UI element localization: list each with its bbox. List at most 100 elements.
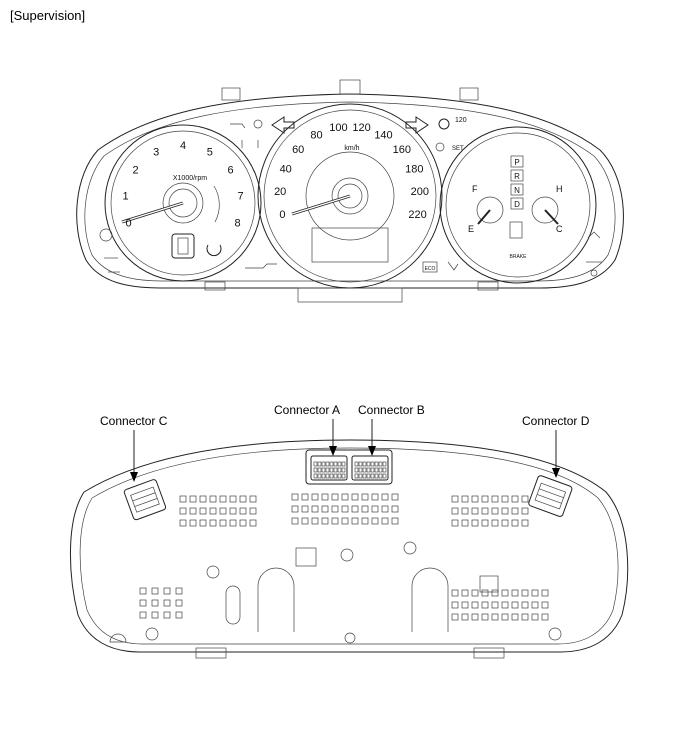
led-pad <box>179 507 187 515</box>
connector-pin <box>362 473 367 479</box>
led-pad <box>175 599 183 607</box>
gear-letter-box <box>510 155 524 168</box>
tick-label: 200 <box>411 186 429 198</box>
led-pad <box>501 519 509 527</box>
engine-warning-icon <box>99 228 113 242</box>
led-pad <box>371 493 379 501</box>
led-pad <box>151 599 159 607</box>
led-pad <box>361 493 369 501</box>
connector-pin <box>337 473 342 479</box>
led-pad <box>511 495 519 503</box>
led-pad <box>219 507 227 515</box>
tick-label: 0 <box>125 218 131 230</box>
connector-pin <box>317 467 322 473</box>
led-pad <box>521 507 529 515</box>
led-pad <box>341 517 349 525</box>
tick-label: 220 <box>408 209 426 221</box>
led-pad <box>521 519 529 527</box>
led-pad <box>239 519 247 527</box>
connector-c <box>123 479 167 521</box>
led-pad <box>239 495 247 503</box>
led-pad <box>461 519 469 527</box>
led-pad <box>491 507 499 515</box>
gear-letter-box <box>510 169 524 182</box>
led-pad <box>301 517 309 525</box>
temp-cold-label: C <box>556 224 563 234</box>
tick-label: 20 <box>274 186 286 198</box>
led-pad <box>249 519 257 527</box>
led-pad <box>481 507 489 515</box>
right-mount-slot <box>411 567 449 632</box>
led-pad <box>511 589 519 597</box>
led-pad <box>371 505 379 513</box>
tick-label: 1 <box>122 190 128 202</box>
led-pad <box>179 495 187 503</box>
led-pad <box>451 507 459 515</box>
connector-pin <box>313 461 318 467</box>
tick-label: 120 <box>352 122 370 134</box>
left-mount-slot <box>257 567 295 632</box>
led-pad <box>451 613 459 621</box>
gear-letter-box <box>510 197 524 210</box>
door-open-icon <box>587 231 601 239</box>
bottom-clip <box>473 647 505 659</box>
connector-a-label: Connector A <box>274 403 340 417</box>
tick-label: 3 <box>153 146 159 158</box>
tire-pressure-icon <box>171 233 195 259</box>
led-pad <box>491 519 499 527</box>
airbag-warning-icon <box>447 261 459 271</box>
tick-label: 140 <box>374 129 392 141</box>
led-pad <box>471 507 479 515</box>
led-pad <box>541 601 549 609</box>
connector-pin <box>378 473 383 479</box>
led-pad <box>491 613 499 621</box>
led-pad <box>175 611 183 619</box>
connector-pin <box>382 467 387 473</box>
connector-pin <box>329 473 334 479</box>
connector-pin <box>358 467 363 473</box>
led-pad <box>139 587 147 595</box>
led-pad <box>163 611 171 619</box>
gear-letter: P <box>514 158 519 167</box>
speedometer-unit: km/h <box>344 145 359 152</box>
led-pad <box>331 505 339 513</box>
led-pad <box>531 601 539 609</box>
oil-pressure-icon <box>245 263 277 269</box>
connector-pin <box>358 461 363 467</box>
connector-pin <box>317 461 322 467</box>
connector-d <box>528 475 573 517</box>
led-pad <box>521 601 529 609</box>
esc-off-icon <box>253 119 263 129</box>
connector-pin <box>382 473 387 479</box>
led-pad <box>481 519 489 527</box>
connector-pin <box>333 461 338 467</box>
connector-pin <box>354 461 359 467</box>
led-pad <box>219 519 227 527</box>
connector-pin <box>370 473 375 479</box>
led-pad <box>521 613 529 621</box>
led-pad <box>391 493 399 501</box>
led-pad <box>209 519 217 527</box>
led-pad <box>341 505 349 513</box>
led-pad <box>511 601 519 609</box>
led-pad <box>249 507 257 515</box>
chip-left <box>295 547 317 567</box>
led-pad <box>209 507 217 515</box>
tick-label: 100 <box>329 122 347 134</box>
led-pad <box>301 493 309 501</box>
led-pad <box>209 495 217 503</box>
tick-label: 8 <box>234 218 240 230</box>
led-pad <box>451 589 459 597</box>
led-pad <box>331 517 339 525</box>
connector-pin <box>370 461 375 467</box>
led-pad <box>229 495 237 503</box>
led-pad <box>541 589 549 597</box>
led-pad <box>531 589 539 597</box>
eco-indicator-box <box>422 261 438 273</box>
connector-pin <box>366 467 371 473</box>
led-pad <box>531 613 539 621</box>
